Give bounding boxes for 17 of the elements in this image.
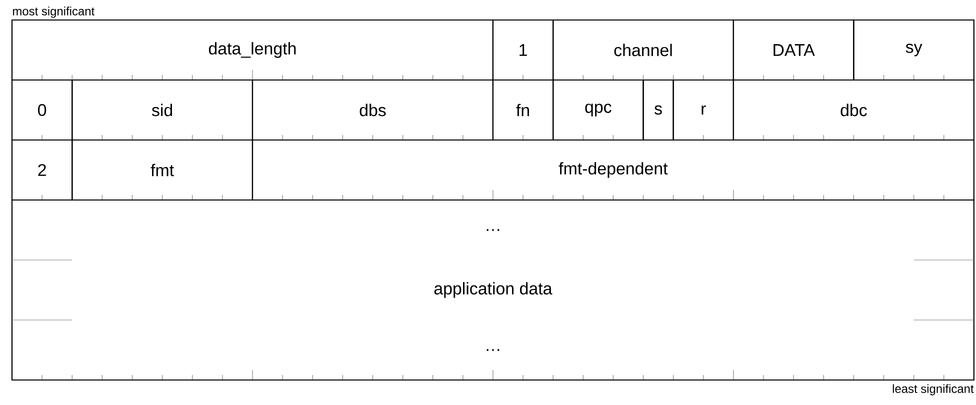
field-cell: dbc [732, 79, 974, 141]
field-cell: fmt-dependent [252, 139, 974, 201]
field-cell: application data … … [11, 199, 974, 381]
field-cell: 1 [492, 19, 554, 81]
field-cell: dbs [252, 79, 494, 141]
field-cell: DATA [732, 19, 854, 81]
field-cell: s [642, 79, 674, 141]
field-cell: 0 [11, 79, 73, 141]
field-cell: fmt [72, 139, 254, 201]
field-cell: qpc [552, 79, 644, 141]
field-cell: fn [492, 79, 554, 141]
field-cell: r [672, 79, 734, 141]
field-cell: 2 [11, 139, 73, 201]
field-cell: sid [72, 79, 254, 141]
field-cell: sy [853, 19, 974, 81]
field-cell: data_length [11, 19, 494, 81]
field-cell: channel [552, 19, 734, 81]
